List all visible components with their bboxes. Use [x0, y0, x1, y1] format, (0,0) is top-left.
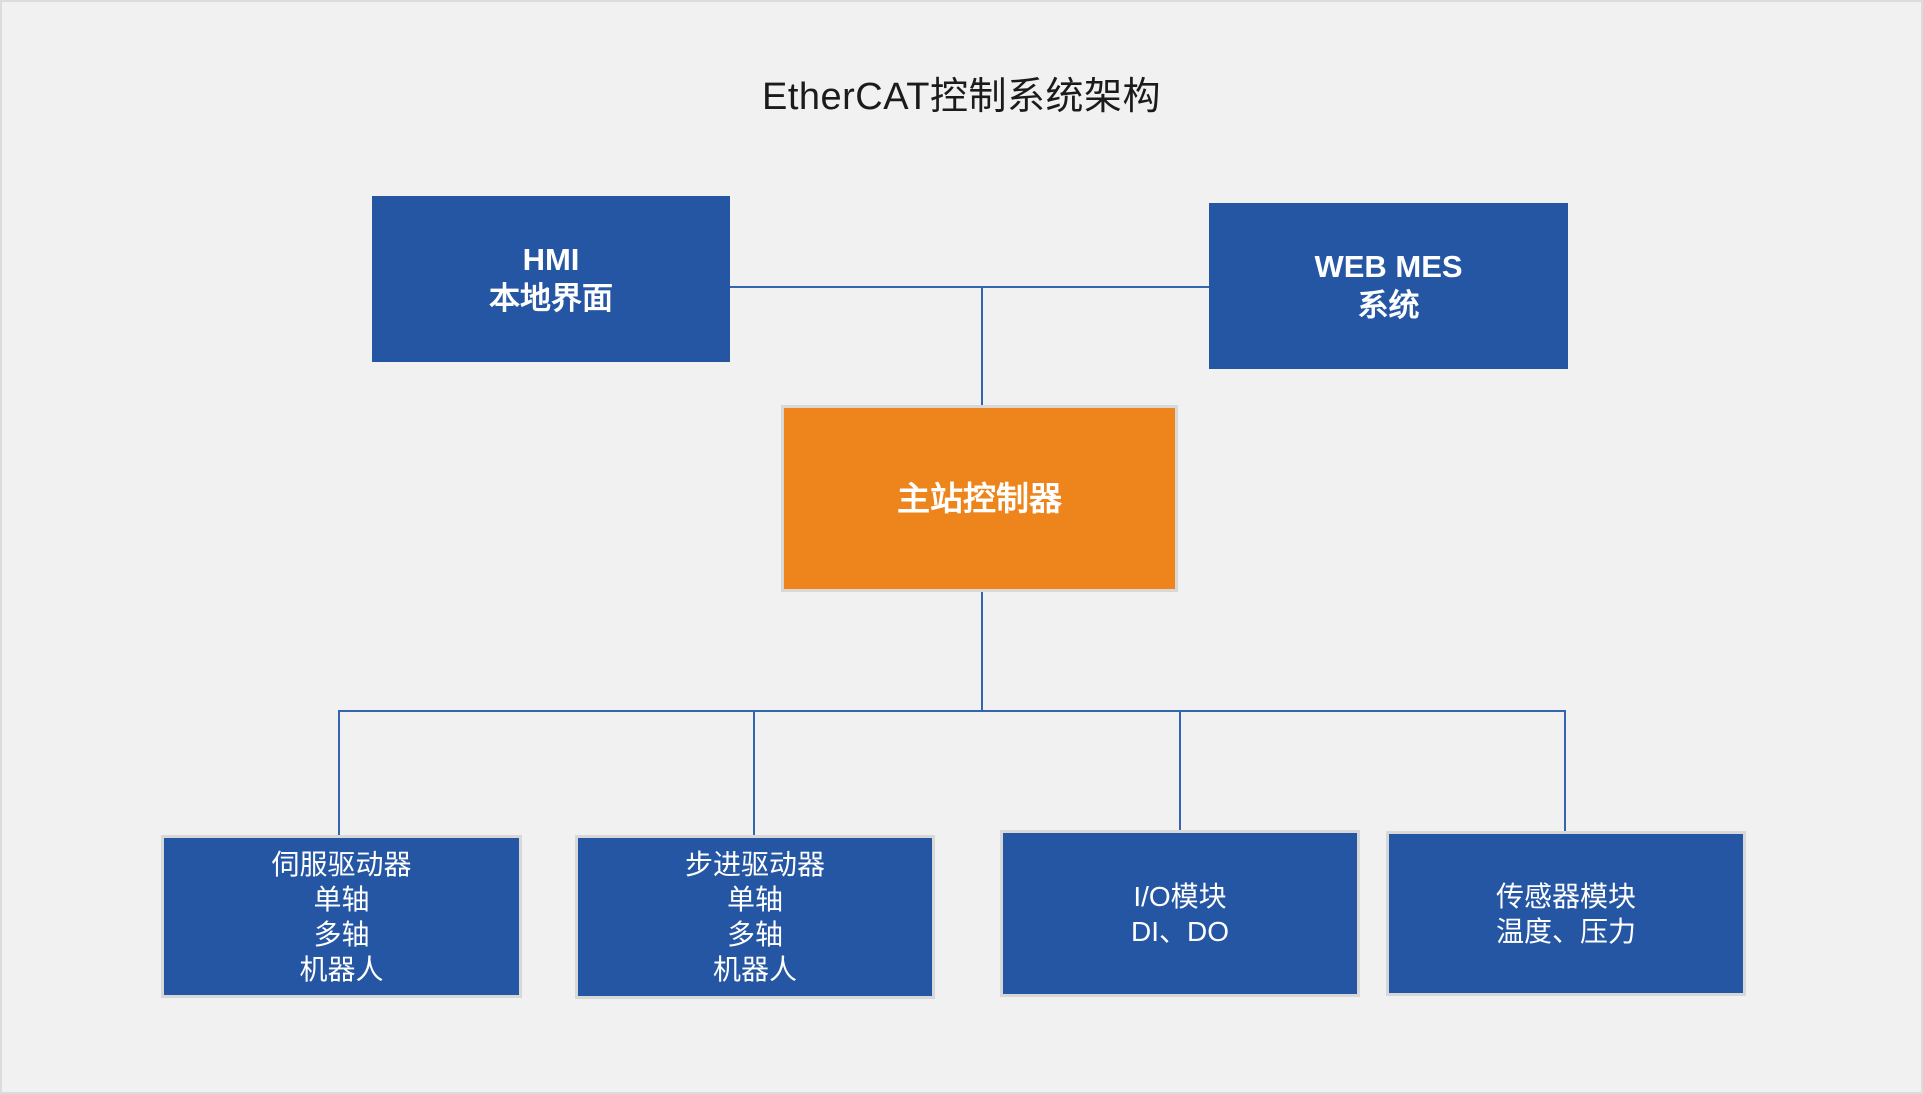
- node-servo-line1: 伺服驱动器: [271, 848, 412, 880]
- node-stepper-line3: 多轴: [726, 919, 783, 950]
- node-web-mes-line2: 系统: [1357, 288, 1420, 323]
- connector-drop-io: [1179, 710, 1181, 830]
- node-sensor-line1: 传感器模块: [1495, 880, 1636, 912]
- node-servo-line3: 多轴: [313, 918, 370, 950]
- node-hmi-line1: HMI: [522, 242, 580, 277]
- node-sensor-module: 传感器模块 温度、压力: [1386, 831, 1746, 996]
- node-master-controller: 主站控制器: [781, 405, 1178, 592]
- node-io-module: I/O模块 DI、DO: [1000, 830, 1360, 997]
- node-stepper-driver: 步进驱动器 单轴 多轴 机器人: [575, 835, 935, 999]
- connector-drop-servo: [338, 710, 340, 835]
- node-io-line1: I/O模块: [1133, 880, 1227, 912]
- node-web-mes-system: WEB MES 系统: [1209, 203, 1568, 369]
- connector-master-to-bus: [981, 592, 983, 711]
- connector-bus: [339, 710, 1566, 712]
- node-hmi-local-ui: HMI 本地界面: [372, 196, 730, 362]
- node-stepper-line2: 单轴: [726, 884, 783, 915]
- diagram-title: EtherCAT控制系统架构: [761, 76, 1161, 118]
- node-hmi-line2: 本地界面: [489, 281, 613, 316]
- node-servo-driver: 伺服驱动器 单轴 多轴 机器人: [161, 835, 522, 998]
- connector-drop-sensor: [1564, 710, 1566, 831]
- node-stepper-line4: 机器人: [712, 954, 797, 985]
- node-servo-line2: 单轴: [313, 883, 370, 915]
- connector-drop-stepper: [753, 710, 755, 835]
- connector-link-to-master: [981, 286, 983, 405]
- connector-hmi-webmes: [730, 286, 1209, 288]
- node-master-label: 主站控制器: [897, 479, 1062, 517]
- node-stepper-line1: 步进驱动器: [684, 849, 825, 880]
- node-servo-line4: 机器人: [299, 953, 384, 985]
- node-web-mes-line1: WEB MES: [1314, 249, 1463, 284]
- node-io-line2: DI、DO: [1130, 915, 1229, 947]
- node-sensor-line2: 温度、压力: [1495, 915, 1636, 947]
